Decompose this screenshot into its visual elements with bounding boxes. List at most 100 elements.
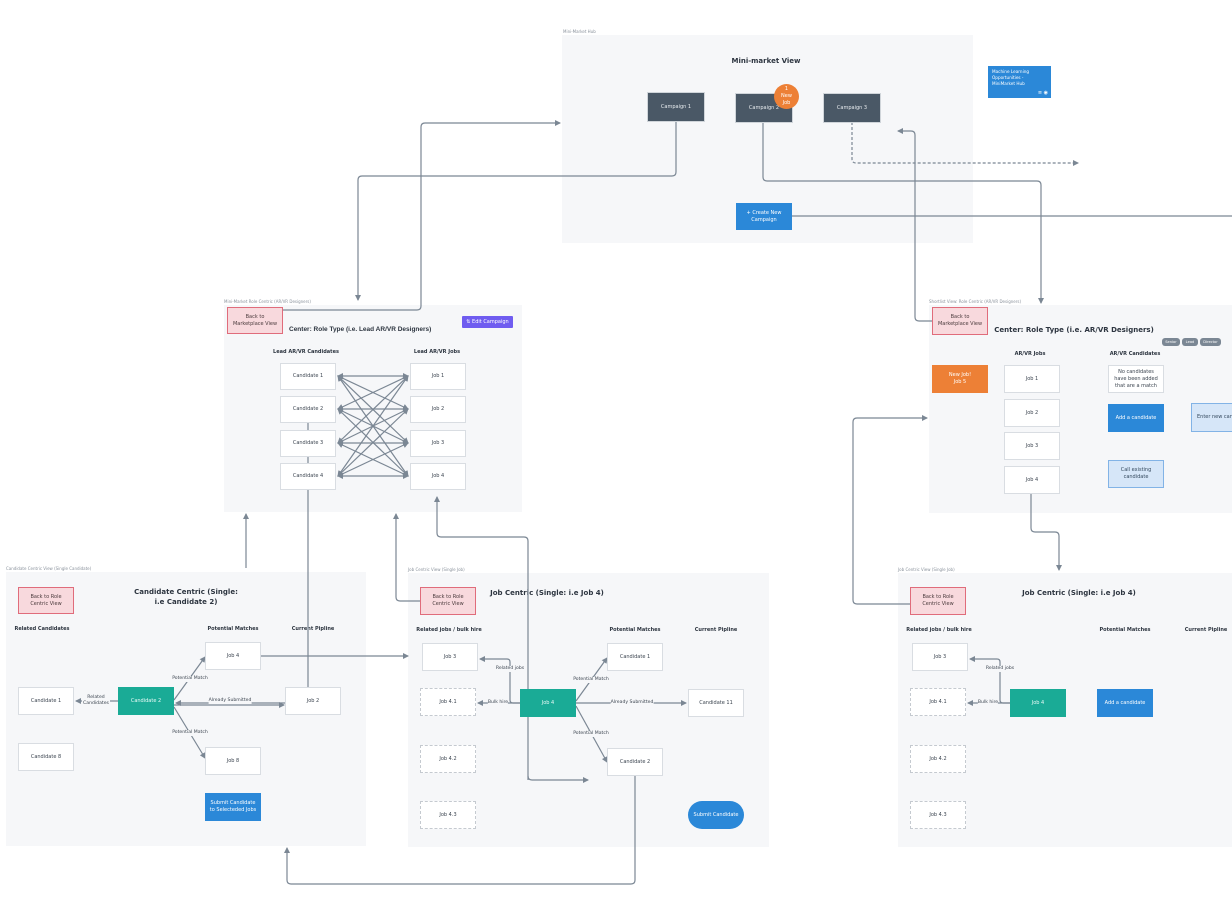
related-header: Related Candidates bbox=[14, 626, 70, 632]
eye-icon[interactable]: ◉ bbox=[1043, 90, 1048, 96]
job-node[interactable]: Job 1 bbox=[410, 363, 466, 390]
call-existing-candidate-button[interactable]: Call existing candidate bbox=[1108, 460, 1164, 488]
edit-campaign-button[interactable]: ⇅ Edit Campaign bbox=[462, 316, 513, 328]
frame-label: Job Centric View (Single Job) bbox=[898, 567, 955, 572]
pipeline-header: Current Pipline bbox=[694, 627, 738, 633]
job-node[interactable]: Job 4 bbox=[205, 642, 261, 670]
edge-label: Already Submitted bbox=[208, 698, 252, 704]
role-title: Center: Role Type (i.e. Lead AR/VR Desig… bbox=[289, 326, 432, 333]
connector bbox=[1030, 494, 1062, 571]
candidate-node[interactable]: Candidate 1 bbox=[280, 363, 336, 390]
edge-label: Related jobs bbox=[495, 666, 525, 672]
job-node[interactable]: Job 4 bbox=[1004, 466, 1060, 494]
candidate-node[interactable]: Candidate 8 bbox=[18, 743, 74, 771]
candidate-node[interactable]: Candidate 2 bbox=[280, 396, 336, 423]
new-job-badge: 1 New Job bbox=[774, 84, 799, 109]
connector-dashed bbox=[851, 122, 1079, 166]
frame-label: Candidate Centric View (Single Candidate… bbox=[6, 566, 92, 571]
job-node[interactable]: Job 3 bbox=[1004, 432, 1060, 460]
job-title: Job Centric (Single: i.e Job 4) bbox=[490, 589, 604, 597]
frame-label: Mini-Market Role Centric (AR/VR Designer… bbox=[224, 299, 311, 304]
edge-label: Potential Match bbox=[573, 677, 609, 683]
job-node[interactable]: Job 2 bbox=[410, 396, 466, 423]
tag-senior[interactable]: Senior bbox=[1162, 338, 1180, 346]
matches-header: Potential Matches bbox=[207, 626, 259, 632]
connector bbox=[284, 776, 636, 885]
job-node[interactable]: Job 1 bbox=[1004, 365, 1060, 393]
submit-candidate-button[interactable]: Submit Candidate bbox=[688, 801, 744, 829]
center-job[interactable]: Job 4 bbox=[520, 689, 576, 717]
connector bbox=[434, 496, 529, 780]
center-job[interactable]: Job 4 bbox=[1010, 689, 1066, 717]
edge-label: Already Submitted bbox=[610, 700, 654, 706]
connector bbox=[762, 122, 1044, 304]
back-to-marketplace-button[interactable]: Back to Marketplace View bbox=[227, 307, 283, 334]
job-node-placeholder[interactable]: Job 4.2 bbox=[420, 745, 476, 773]
connector bbox=[283, 120, 561, 311]
submit-candidate-button[interactable]: Submit Candidate to Selecteded Jobs bbox=[205, 793, 261, 821]
job-node-placeholder[interactable]: Job 4.1 bbox=[420, 688, 476, 716]
connector bbox=[393, 513, 420, 602]
matches-header: Potential Matches bbox=[1099, 627, 1151, 633]
frame-label: Job Centric View (Single Job) bbox=[408, 567, 465, 572]
back-to-role-centric-button[interactable]: Back to Role Centric View bbox=[18, 587, 74, 614]
jobs-header: Lead AR/VR Jobs bbox=[413, 349, 461, 355]
candidate-node[interactable]: Candidate 3 bbox=[280, 430, 336, 457]
edge-label: Related Candidates bbox=[82, 695, 110, 707]
candidates-header: AR/VR Candidates bbox=[1109, 351, 1161, 357]
create-campaign-button[interactable]: + Create New Campaign bbox=[736, 203, 792, 230]
frame-label: Mini-Market Hub bbox=[563, 29, 596, 34]
back-to-marketplace-button[interactable]: Back to Marketplace View bbox=[932, 307, 988, 335]
card-icons: ≡ ◉ bbox=[1038, 90, 1048, 96]
job-node-placeholder[interactable]: Job 4.3 bbox=[910, 801, 966, 829]
job-node-placeholder[interactable]: Job 4.1 bbox=[910, 688, 966, 716]
add-candidate-button[interactable]: Add a candidate bbox=[1108, 404, 1164, 432]
edge-label: Related jobs bbox=[985, 666, 1015, 672]
campaign-1[interactable]: Campaign 1 bbox=[648, 93, 704, 121]
candidate-node[interactable]: Candidate 1 bbox=[18, 687, 74, 715]
pipeline-candidate[interactable]: Candidate 11 bbox=[688, 689, 744, 717]
job-node[interactable]: Job 3 bbox=[410, 430, 466, 457]
edge-label: Bulk hire bbox=[977, 700, 999, 706]
cross-link bbox=[337, 442, 409, 477]
page-title: Mini-market View bbox=[731, 57, 801, 65]
enter-new-candidate-field[interactable]: Enter new cand bbox=[1191, 403, 1232, 432]
edge-label: Potential Match bbox=[573, 731, 609, 737]
shortlist-title: Center: Role Type (i.e. AR/VR Designers) bbox=[994, 326, 1154, 334]
tag-director[interactable]: Director bbox=[1200, 338, 1221, 346]
job-node[interactable]: Job 3 bbox=[422, 643, 478, 671]
job-node[interactable]: Job 2 bbox=[1004, 399, 1060, 427]
job-node-placeholder[interactable]: Job 4.2 bbox=[910, 745, 966, 773]
job-node[interactable]: Job 8 bbox=[205, 747, 261, 775]
back-to-role-centric-button[interactable]: Back to Role Centric View bbox=[910, 587, 966, 615]
pipeline-header: Current Pipline bbox=[1184, 627, 1228, 633]
tag-lead[interactable]: Lead bbox=[1182, 338, 1198, 346]
hub-card[interactable]: Machine Learning Opportunities - MiniMar… bbox=[988, 66, 1051, 98]
job-node[interactable]: Job 3 bbox=[912, 643, 968, 671]
job-title: Job Centric (Single: i.e Job 4) bbox=[1022, 589, 1136, 597]
center-candidate[interactable]: Candidate 2 bbox=[118, 687, 174, 715]
pipeline-job[interactable]: Job 2 bbox=[285, 687, 341, 715]
sliders-icon: ⇅ bbox=[466, 318, 473, 325]
back-to-role-centric-button[interactable]: Back to Role Centric View bbox=[420, 587, 476, 615]
related-header: Related jobs / bulk hire bbox=[906, 627, 972, 633]
job-node[interactable]: Job 4 bbox=[410, 463, 466, 490]
edge-label: Potential Match bbox=[172, 730, 208, 736]
add-candidate-button[interactable]: Add a candidate bbox=[1097, 689, 1153, 717]
connector bbox=[527, 775, 589, 783]
candidate-node[interactable]: Candidate 2 bbox=[607, 748, 663, 776]
empty-candidates-note: No candidates have been added that are a… bbox=[1108, 365, 1164, 393]
candidate-node[interactable]: Candidate 4 bbox=[280, 463, 336, 490]
candidate-node[interactable]: Candidate 1 bbox=[607, 643, 663, 671]
matches-header: Potential Matches bbox=[609, 627, 661, 633]
comment-icon[interactable]: ≡ bbox=[1037, 90, 1043, 96]
jobs-header: AR/VR Jobs bbox=[1014, 351, 1046, 357]
candidate-title: Candidate Centric (Single: i.e Candidate… bbox=[134, 588, 238, 606]
candidates-header: Lead AR/VR Candidates bbox=[273, 349, 339, 355]
role-cross-links bbox=[337, 373, 409, 479]
job-node-placeholder[interactable]: Job 4.3 bbox=[420, 801, 476, 829]
pipeline-header: Current Pipline bbox=[291, 626, 335, 632]
new-job-node[interactable]: New Job! Job 5 bbox=[932, 365, 988, 393]
edge-label: Potential Match bbox=[172, 676, 208, 682]
campaign-3[interactable]: Campaign 3 bbox=[824, 94, 880, 122]
